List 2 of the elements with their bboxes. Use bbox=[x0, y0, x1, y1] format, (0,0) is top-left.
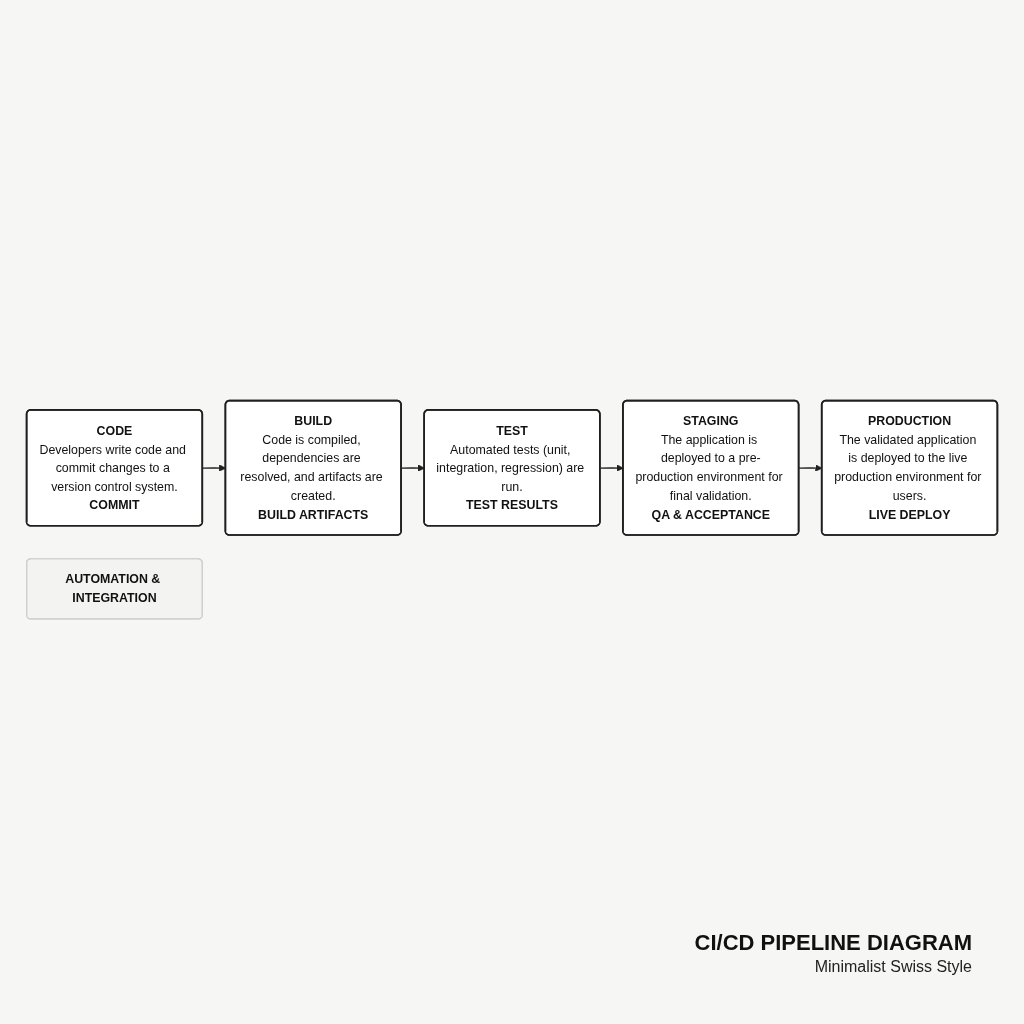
diagram-title: CI/CD PIPELINE DIAGRAM bbox=[694, 930, 972, 956]
diagram-subtitle: Minimalist Swiss Style bbox=[814, 958, 972, 976]
